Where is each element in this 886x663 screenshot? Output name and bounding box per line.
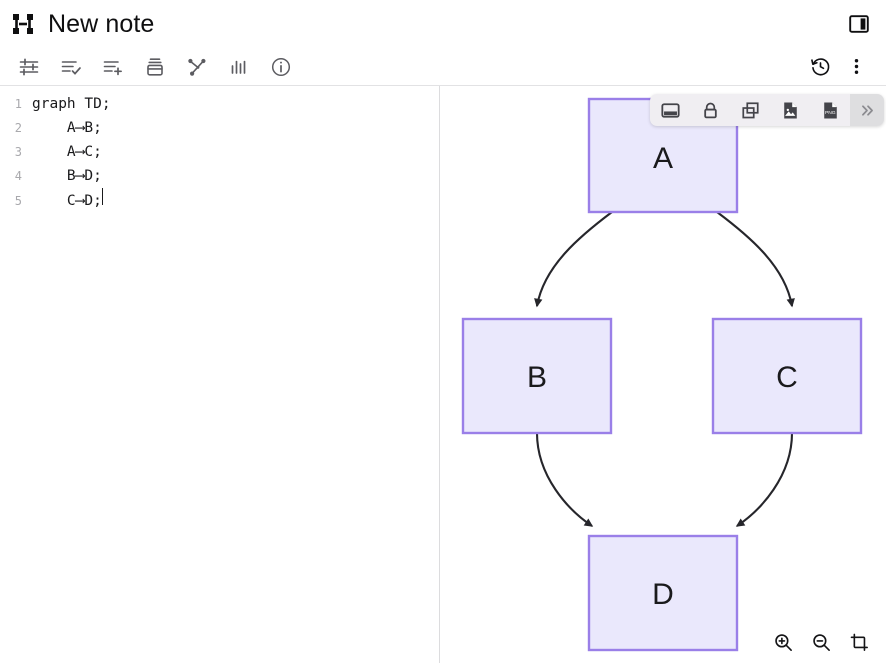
more-vertical-icon[interactable] xyxy=(838,51,874,83)
code-line[interactable]: 2 A⟶B; xyxy=(0,116,439,140)
zoom-controls xyxy=(770,629,872,655)
line-number: 3 xyxy=(14,145,22,159)
content-split: 1 graph TD; 2 A⟶B; 3 A⟶C; 4 B⟶D; xyxy=(0,86,886,663)
line-number: 4 xyxy=(14,169,22,183)
copy-layers-icon[interactable] xyxy=(730,94,770,126)
lock-icon[interactable] xyxy=(690,94,730,126)
code-line[interactable]: 5 C⟶D; xyxy=(0,188,439,212)
export-png-file-icon[interactable]: PNG xyxy=(810,94,850,126)
history-clock-icon[interactable] xyxy=(802,51,838,83)
code-area[interactable]: 1 graph TD; 2 A⟶B; 3 A⟶C; 4 B⟶D; xyxy=(0,86,439,212)
layout-panel-icon[interactable] xyxy=(846,11,872,37)
line-number: 1 xyxy=(14,97,22,111)
line-number: 2 xyxy=(14,121,22,135)
edge-a-c xyxy=(716,211,795,308)
line-content: C⟶D; xyxy=(32,193,102,209)
export-svg-file-icon[interactable] xyxy=(770,94,810,126)
edge-c-d xyxy=(735,432,794,527)
node-group: A B C D xyxy=(461,97,863,652)
title-bar: New note xyxy=(0,0,886,48)
archive-box-icon[interactable] xyxy=(134,51,176,83)
line-content: A⟶C; xyxy=(32,144,102,160)
line-number: 5 xyxy=(14,194,22,208)
settings-sliders-icon[interactable] xyxy=(8,51,50,83)
node-c-box xyxy=(711,317,863,435)
bar-chart-icon[interactable] xyxy=(218,51,260,83)
edge-group xyxy=(534,211,795,527)
node-d-box xyxy=(587,534,739,652)
graph-branch-icon[interactable] xyxy=(176,51,218,83)
task-list-check-icon[interactable] xyxy=(50,51,92,83)
line-content: graph TD; xyxy=(32,96,111,112)
selection-frame-icon xyxy=(10,11,36,37)
diagram-mini-toolbar: PNG xyxy=(650,94,884,126)
code-line[interactable]: 4 B⟶D; xyxy=(0,164,439,188)
line-content: A⟶B; xyxy=(32,120,102,136)
node-b-label: B xyxy=(527,361,547,394)
code-line[interactable]: 1 graph TD; xyxy=(0,92,439,116)
main-toolbar xyxy=(0,48,886,86)
list-add-icon[interactable] xyxy=(92,51,134,83)
browser-window-icon[interactable] xyxy=(650,94,690,126)
fit-to-screen-icon[interactable] xyxy=(846,629,872,655)
node-a-label: A xyxy=(653,142,673,175)
flowchart-diagram: A B C D xyxy=(461,97,863,652)
line-content: B⟶D; xyxy=(32,168,102,184)
node-b-box xyxy=(461,317,613,435)
edge-b-d xyxy=(535,432,594,527)
code-editor-pane[interactable]: 1 graph TD; 2 A⟶B; 3 A⟶C; 4 B⟶D; xyxy=(0,86,440,663)
zoom-out-icon[interactable] xyxy=(808,629,834,655)
edge-a-b xyxy=(534,211,613,308)
code-line[interactable]: 3 A⟶C; xyxy=(0,140,439,164)
zoom-in-icon[interactable] xyxy=(770,629,796,655)
node-d-label: D xyxy=(652,578,674,611)
page-title: New note xyxy=(48,9,155,38)
chevron-double-right-icon[interactable] xyxy=(850,94,884,126)
info-circle-icon[interactable] xyxy=(260,51,302,83)
diagram-preview-pane[interactable]: A B C D xyxy=(440,86,886,663)
text-caret xyxy=(101,188,103,205)
png-badge-label: PNG xyxy=(824,109,835,115)
node-c-label: C xyxy=(776,361,798,394)
